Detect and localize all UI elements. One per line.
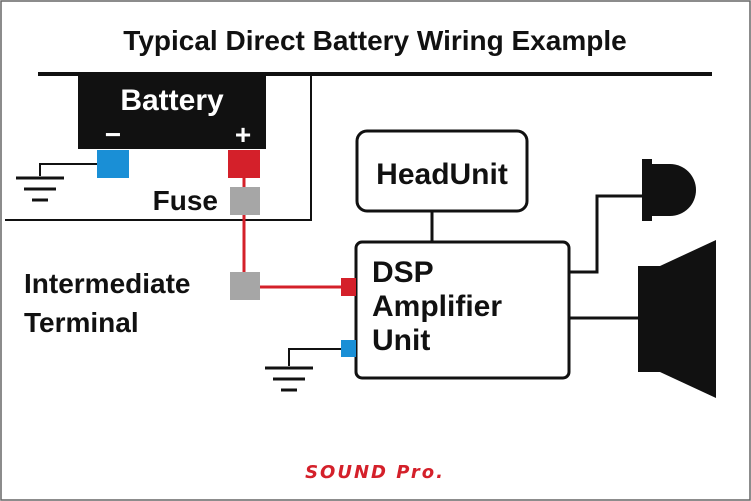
page-title: Typical Direct Battery Wiring Example [123, 25, 626, 56]
fuse-label: Fuse [153, 185, 218, 216]
battery-label: Battery [120, 84, 224, 117]
battery-negative-terminal [97, 150, 129, 178]
dsp-amp-label-line1: DSP [372, 256, 434, 289]
dsp-amp-box [354, 240, 571, 380]
sound-pro-logo: SOUND Pro. [305, 462, 445, 483]
intermediate-terminal-label-line2: Terminal [24, 307, 139, 338]
battery-body [78, 74, 266, 149]
dsp-amp-label-line3: Unit [372, 324, 430, 357]
ground-icon [16, 163, 97, 202]
battery-positive-terminal [228, 150, 260, 178]
head-unit-label: HeadUnit [376, 158, 508, 191]
dsp-amp-label-line2: Amplifier [372, 290, 502, 323]
intermediate-terminal-label-line1: Intermediate [24, 268, 191, 299]
engine-bay-frame [5, 74, 312, 221]
battery-positive-sign: + [235, 119, 251, 150]
woofer-icon [638, 240, 716, 398]
amp-ground-terminal [341, 340, 356, 357]
head-unit-box [355, 129, 529, 213]
tweeter-icon [642, 159, 696, 221]
amp-power-terminal [341, 278, 356, 296]
ground-icon [265, 348, 341, 392]
wire-amp-to-tweeter [569, 194, 642, 274]
fuse [230, 187, 260, 215]
intermediate-terminal [230, 272, 260, 300]
battery-negative-sign: − [105, 119, 121, 150]
